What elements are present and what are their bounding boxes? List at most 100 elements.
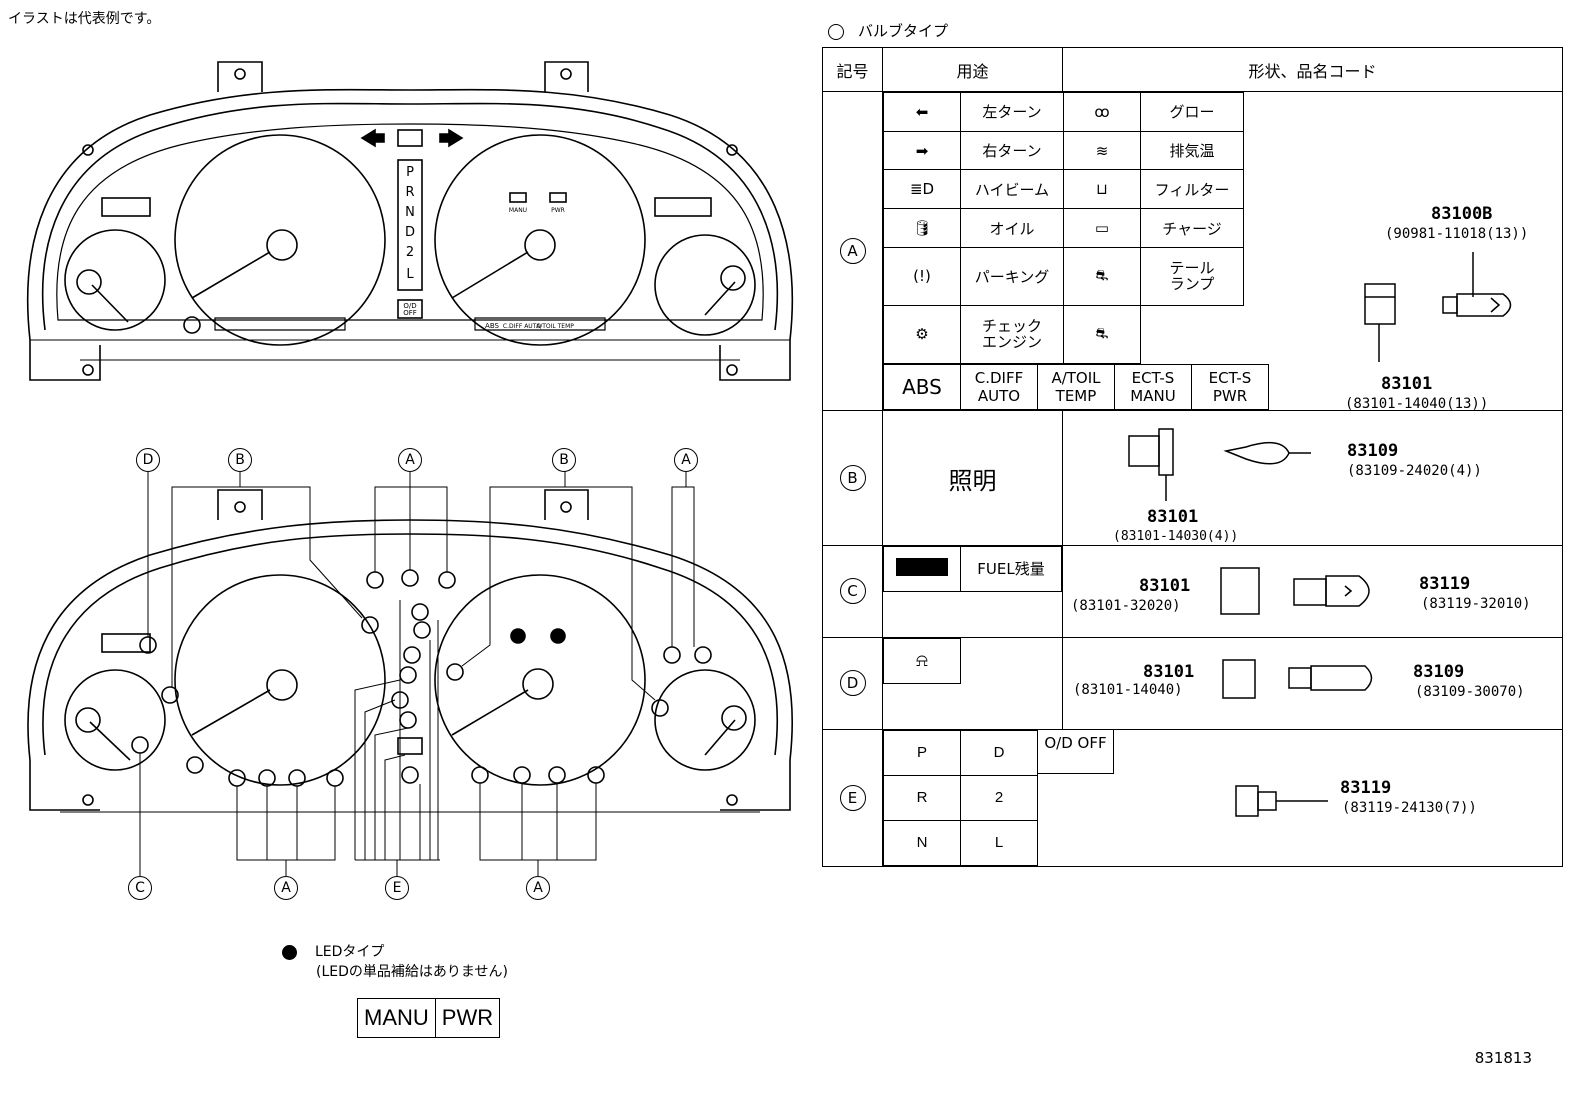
pwr-label: PWR	[551, 207, 565, 214]
table-row-c: C FUEL残量 83101 (83101-32020) 83119 (8311…	[822, 544, 1563, 638]
part-c-code-2: (83119-32010)	[1421, 595, 1531, 612]
part-d-number-1: 83101	[1143, 661, 1195, 682]
part-a-code-2: (83101-14040(13))	[1345, 396, 1489, 413]
gear-r: R	[405, 185, 414, 200]
label-parking: パーキング	[960, 246, 1064, 306]
off-label: OFF	[403, 309, 417, 317]
symbol-a: A	[839, 238, 866, 265]
label-illumination: 照明	[882, 410, 1063, 546]
part-b-code-1: (83109-24020(4))	[1347, 463, 1482, 480]
label-right-turn: 右ターン	[960, 130, 1064, 171]
callout-a-top: A	[398, 448, 422, 472]
label-fuel: FUEL残量	[960, 545, 1062, 592]
fuel-bar-icon	[896, 557, 948, 576]
letter-d: D	[960, 729, 1038, 776]
gear-2: 2	[406, 245, 414, 260]
led-box: MANU PWR	[357, 998, 501, 1038]
figure-number: 831813	[1474, 1049, 1532, 1067]
label-abs: ABS	[883, 364, 961, 411]
part-a-code-1: (90981-11018(13))	[1385, 226, 1529, 243]
battery-icon: ▭	[1063, 208, 1141, 248]
bulb-type-label: バルブタイプ	[858, 22, 949, 40]
table-row-b: B 照明 83109 (83109-24020(4)) 83101 (83101…	[822, 410, 1563, 546]
label-high-beam: ハイビーム	[960, 169, 1064, 210]
cluster-rear-view	[27, 470, 793, 876]
oil-can-icon: 🛢	[883, 208, 961, 248]
label-check-engine: チェック エンジン	[960, 304, 1064, 365]
label-ects-pwr: ECT-S PWR	[1191, 364, 1269, 411]
gear-p: P	[406, 165, 414, 180]
od-label: O/D	[403, 302, 416, 310]
bulb-legend: バルブタイプ	[828, 20, 948, 41]
callout-e-bottom: E	[385, 876, 409, 900]
part-a-number-1: 83100B	[1431, 204, 1493, 225]
led-dot-icon	[282, 944, 297, 960]
led-box-manu: MANU	[364, 1005, 429, 1030]
part-c-number-2: 83119	[1419, 573, 1471, 594]
gear-n: N	[405, 205, 415, 220]
high-beam-icon: ≣D	[883, 169, 961, 210]
label-od-off: O/D OFF	[1038, 729, 1114, 774]
symbol-d: D	[839, 670, 866, 697]
row-d-usage: ⍾	[883, 637, 961, 684]
part-b-code-2: (83101-14030(4))	[1113, 529, 1239, 545]
tail-lamp-icon: ⛐	[1063, 246, 1141, 306]
led-legend: LEDタイプ (LEDの単品補給はありません)	[282, 942, 508, 982]
symbol-b: B	[839, 465, 866, 491]
bulb-socket-c-icon	[1220, 566, 1370, 615]
label-atoil-temp: A/TOIL TEMP	[1037, 364, 1115, 411]
label-tail-lamp: テール ランプ	[1140, 246, 1244, 306]
callout-b-left: B	[228, 448, 252, 472]
label-charge: チャージ	[1140, 208, 1244, 248]
bulb-socket-a-icon	[1364, 252, 1512, 363]
cluster-front-view	[26, 61, 794, 381]
letter-r: R	[883, 774, 961, 821]
part-c-number-1: 83101	[1139, 575, 1191, 596]
table-header: 記号 用途 形状、品名コード	[822, 46, 1563, 93]
header-shape: 形状、品名コード	[1062, 46, 1563, 93]
right-arrow-icon: ➡	[883, 130, 961, 171]
label-cdiff-auto: C.DIFF AUTO	[960, 364, 1038, 411]
led-note: (LEDの単品補給はありません)	[316, 964, 508, 980]
left-arrow-icon: ⬅	[883, 92, 961, 132]
abs-label: ABS	[485, 322, 499, 330]
letter-l: L	[960, 819, 1038, 866]
part-e-code: (83119-24130(7))	[1342, 799, 1477, 816]
bulb-socket-e-icon	[1235, 785, 1328, 817]
part-b-number-1: 83109	[1347, 441, 1399, 462]
part-c-code-1: (83101-32020)	[1071, 597, 1181, 614]
glow-icon: ꝏ	[1063, 92, 1141, 132]
callout-a-bottom-left: A	[274, 876, 298, 900]
table-row-d: D ⍾ 83101 (83101-14040) 83109 (83109-300…	[822, 636, 1563, 730]
callout-d-top: D	[136, 448, 160, 472]
callout-a-right: A	[674, 448, 698, 472]
callout-b-right: B	[552, 448, 576, 472]
door-icon: ⛐	[1063, 304, 1141, 365]
part-a-number-2: 83101	[1381, 374, 1433, 395]
label-ects-manu: ECT-S MANU	[1114, 364, 1192, 411]
label-oil: オイル	[960, 208, 1064, 248]
label-left-turn: 左ターン	[960, 92, 1064, 132]
part-d-code-2: (83109-30070)	[1415, 683, 1525, 700]
callout-a-bottom-right: A	[526, 876, 550, 900]
header-usage: 用途	[882, 46, 1063, 93]
filter-icon: ⊔	[1063, 169, 1141, 210]
check-engine-icon: ⚙	[883, 304, 961, 365]
cdiff-label: C.DIFF AUTO	[503, 323, 541, 330]
label-exhaust-temp: 排気温	[1140, 130, 1244, 171]
gear-d: D	[405, 225, 415, 240]
label-glow: グロー	[1140, 92, 1244, 132]
gear-l: L	[406, 267, 414, 282]
seatbelt-icon: ⍾	[883, 637, 961, 684]
atoil-label: A/TOIL TEMP	[536, 323, 574, 330]
header-symbol: 記号	[822, 46, 883, 93]
led-type-label: LEDタイプ	[315, 944, 385, 960]
bulb-socket-d-icon	[1222, 658, 1373, 699]
manu-label: MANU	[509, 207, 527, 214]
parking-brake-icon: (!)	[883, 246, 961, 306]
part-d-code-1: (83101-14040)	[1073, 681, 1183, 698]
